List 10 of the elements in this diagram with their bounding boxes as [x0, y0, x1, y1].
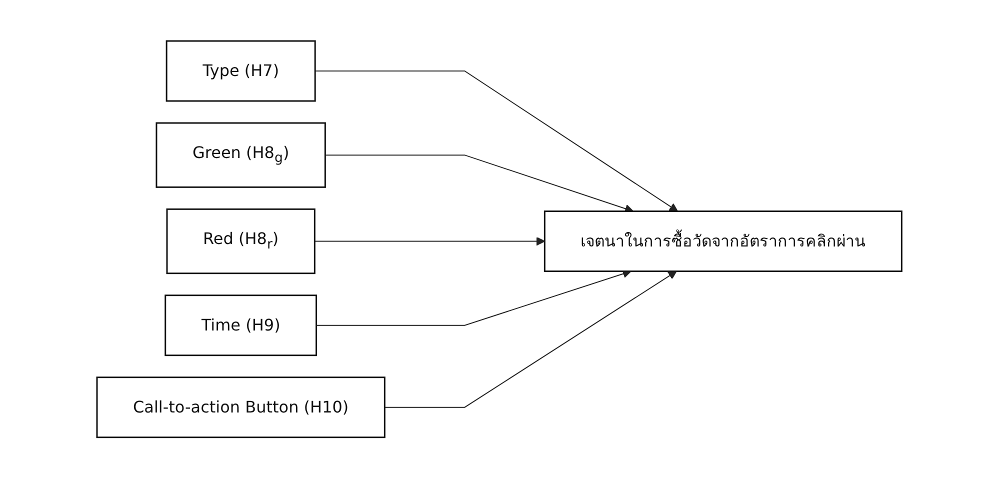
- arrow: [384, 270, 677, 408]
- node-box: Type (H7): [165, 40, 316, 102]
- arrow: [314, 70, 678, 212]
- node-box: Call-to-action Button (H10): [96, 376, 386, 438]
- node-box: เจตนาในการซื้อวัดจากอัตราการคลิกผ่าน: [544, 210, 902, 272]
- node-box: Green (H8$_{g}$): [155, 122, 326, 188]
- arrow: [324, 154, 634, 213]
- arrow: [314, 236, 545, 246]
- node-box: Time (H9): [164, 294, 317, 356]
- node-box: Red (H8$_{r}$): [166, 208, 316, 274]
